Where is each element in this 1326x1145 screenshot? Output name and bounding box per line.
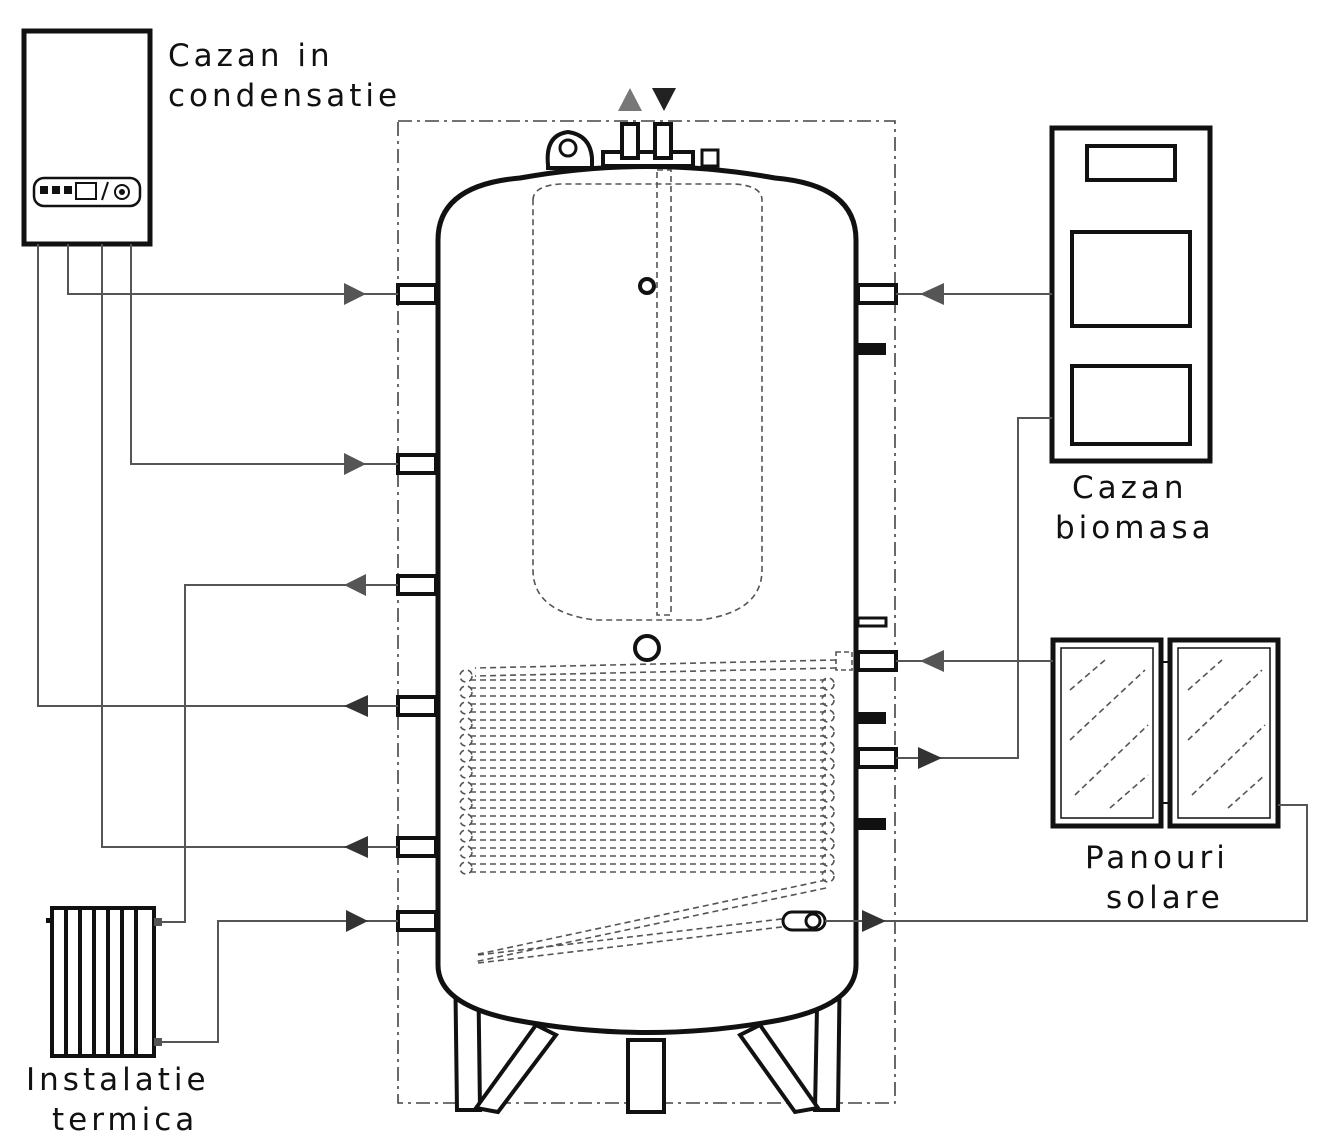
arrow-left-icon [920,283,944,305]
arrow-right-icon [862,910,886,932]
condensing-boiler [21,28,153,247]
radiator [46,906,162,1058]
solar-coil [459,651,853,964]
solar-panels-label-line2: solare [1106,880,1224,916]
condensing-boiler-label-line1: Cazan in [168,38,334,74]
arrow-up-icon [618,88,642,111]
biomass-boiler-label-line1: Cazan [1072,470,1188,506]
solar-panels-label-line1: Panouri [1085,840,1229,876]
flow-arrows [344,88,944,932]
buffer-tank [396,122,898,1115]
condensing-boiler-label-line2: condensatie [168,78,401,114]
biomass-boiler-label-line2: biomasa [1055,510,1215,546]
biomass-boiler [1049,125,1213,464]
arrow-left-icon [920,650,944,672]
heating-installation-label-line1: Instalatie [26,1062,210,1098]
arrow-right-icon [346,910,368,932]
arrow-right-icon [344,283,366,305]
arrow-down-icon [652,88,676,111]
arrow-right-icon [344,453,366,475]
arrow-right-icon [918,747,942,769]
solar-panels [1050,637,1281,829]
tank-frame [397,120,896,1104]
heating-installation-label-line2: termica [52,1102,198,1138]
arrow-left-icon [344,574,366,596]
arrow-left-icon [344,836,368,858]
arrow-left-icon [344,695,368,717]
